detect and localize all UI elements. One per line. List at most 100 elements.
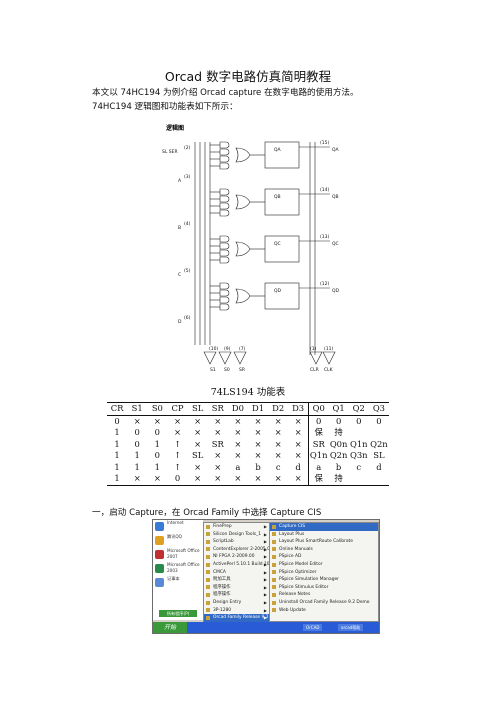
menu-item[interactable]: PSpice Simulation Manager [270, 576, 378, 584]
flip-flop-label: QA [274, 147, 282, 153]
submenu-arrow-icon: ▶ [263, 599, 267, 605]
submenu-arrow-icon: ▶ [263, 584, 267, 590]
table-cell: × [288, 450, 309, 462]
folder-icon [272, 570, 276, 575]
table-cell: 持 [328, 473, 349, 486]
menu-item[interactable]: Layout Plus [270, 531, 378, 539]
and-gate [219, 256, 230, 264]
and-gate [219, 162, 230, 170]
or-gate [235, 288, 251, 304]
output-label-qd: QD [332, 288, 340, 294]
menu-item[interactable]: Online Manuals [270, 546, 378, 554]
menu-item[interactable]: PSpice Model Editor [270, 561, 378, 569]
table-cell: × [254, 450, 262, 460]
flip-flop [264, 141, 300, 169]
diagram-heading: 逻辑图 [166, 124, 184, 132]
and-gate [219, 249, 230, 257]
table-cell: × [254, 427, 262, 437]
all-programs-button[interactable]: 所有程序(P) [159, 610, 197, 617]
start-menu-item[interactable]: Internet [153, 520, 203, 534]
folder-icon [272, 608, 276, 613]
menu-item[interactable]: ActivePerl 5.10.1 Build 1007▶ [204, 561, 269, 569]
table-cell: d [376, 461, 382, 472]
table-cell: 保 [314, 427, 323, 437]
menu-item[interactable]: Capture CIS [270, 523, 378, 531]
program-icon [155, 536, 164, 545]
page-title: Orcad 数字电路仿真简明教程 [164, 69, 332, 84]
folder-icon [272, 547, 276, 552]
menu-item[interactable]: Release Notes [270, 591, 378, 599]
table-cell: 0 [356, 415, 362, 426]
table-header-cell: S0 [147, 402, 168, 416]
input-label-b: B [178, 225, 181, 231]
menu-item[interactable]: Orcad Family Release 9.2▶ [204, 614, 269, 622]
table-cell [368, 473, 389, 486]
pin-label: (3) [184, 174, 191, 180]
intro-paragraph: 本文以 74HC194 为例介绍 Orcad capture 在数字电路的使用方… [92, 88, 359, 98]
program-icon [155, 578, 164, 587]
start-menu-item[interactable]: Microsoft Office 2003 [153, 562, 203, 576]
menu-item[interactable]: Layout Plus SmartRoute Calibrate [270, 538, 378, 546]
flip-flop [264, 282, 300, 310]
or-gate [235, 194, 251, 210]
menu-item[interactable]: PSpice Optimizer [270, 569, 378, 577]
menu-item[interactable]: Uninstall Orcad Family Release 9.2 Demo [270, 599, 378, 607]
start-menu-item[interactable]: Microsoft Office 2007 [153, 548, 203, 562]
menu-item[interactable]: FinePrep▶ [204, 523, 269, 531]
start-menu-item[interactable]: 记事本 [153, 576, 203, 590]
flip-flop-label: QC [274, 241, 281, 247]
input-label-s1: S1 [210, 367, 216, 373]
table-cell: × [194, 427, 202, 437]
table-cell: × [274, 450, 282, 460]
table-cell: × [254, 415, 262, 426]
table-cell: 0 [154, 450, 161, 460]
menu-item[interactable]: Web Update [270, 607, 378, 615]
menu-item[interactable]: 程序操作▶ [204, 591, 269, 599]
and-gate [219, 209, 230, 217]
taskbar-item[interactable]: orcad帮助 [338, 624, 364, 631]
menu-item[interactable]: 程序操作▶ [204, 584, 269, 592]
folder-icon [272, 577, 276, 582]
pin-label: (4) [184, 221, 191, 227]
start-button[interactable]: 开始 [153, 622, 187, 633]
table-cell: × [274, 415, 282, 426]
folder-icon [272, 532, 276, 537]
menu-item[interactable]: NI FPGA 2-2009.00▶ [204, 553, 269, 561]
table-header-cell: Q1 [328, 402, 349, 416]
menu-item[interactable]: PSpice Stimulus Editor [270, 584, 378, 592]
menu-item[interactable]: 附加工具▶ [204, 576, 269, 584]
folder-icon [206, 585, 210, 590]
start-menu-item[interactable]: 腾讯QQ [153, 534, 203, 548]
folder-icon [206, 539, 210, 544]
output-label-qc: QC [332, 241, 339, 247]
menu-item[interactable]: ScriptLab▶ [204, 538, 269, 546]
shift-stage: QA [210, 141, 330, 170]
menu-item[interactable]: PSpice AD [270, 553, 378, 561]
taskbar-item[interactable]: OrCAD [303, 624, 323, 631]
table-cell: × [227, 473, 248, 486]
menu-item[interactable]: CMCA▶ [204, 569, 269, 577]
menu-item[interactable]: 3P-1280▶ [204, 607, 269, 615]
table-cell: × [288, 473, 309, 486]
table-cell: 0 [167, 473, 188, 486]
table-cell: Q1n [349, 438, 368, 449]
submenu-arrow-icon: ▶ [263, 539, 267, 545]
input-label-c: C [178, 272, 181, 278]
folder-icon [206, 532, 210, 537]
menu-item[interactable]: Silicon Design Tools_1▶ [204, 531, 269, 539]
folder-icon [206, 570, 210, 575]
menu-item[interactable]: ContentExplorer 2-2005.00▶ [204, 546, 269, 554]
table-header-cell: S1 [127, 402, 148, 416]
pin-label: (6) [184, 315, 191, 321]
table-cell: × [194, 415, 202, 426]
menu-item[interactable]: Design Entry▶ [204, 599, 269, 607]
table-header-cell: CP [167, 402, 188, 416]
input-label-clr: CLR [310, 367, 319, 373]
and-gate [219, 235, 230, 243]
